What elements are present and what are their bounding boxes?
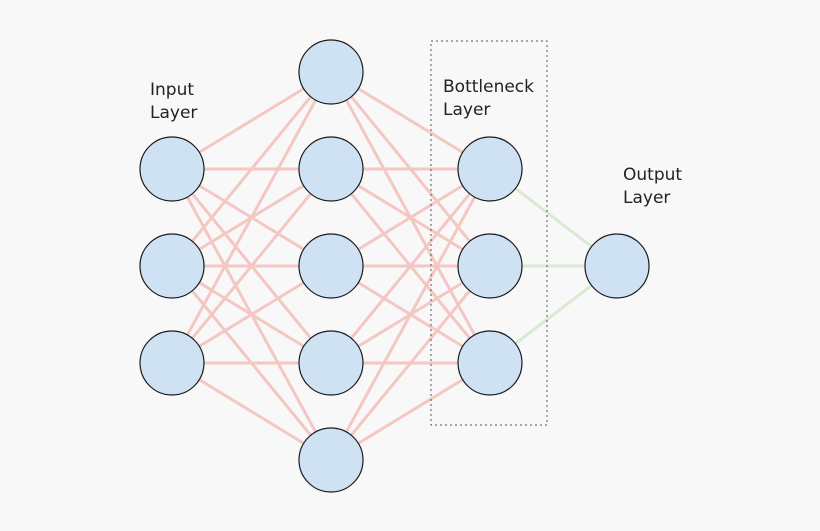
nodes xyxy=(139,39,650,493)
output-node-1 xyxy=(584,233,650,299)
input-node-2 xyxy=(139,233,205,299)
edge-hidden-4-to-bottleneck-1 xyxy=(329,265,492,461)
bottleneck-node-1 xyxy=(457,136,523,202)
bottleneck-node-3 xyxy=(457,330,523,396)
edge-input-1-to-hidden-0 xyxy=(170,71,333,267)
hidden-node-2 xyxy=(298,136,364,202)
output-layer-label-line-2: Layer xyxy=(623,188,670,208)
input-layer-label-line-1: Input xyxy=(150,80,194,100)
bottleneck-node-2 xyxy=(457,233,523,299)
edge-input-2-to-hidden-1 xyxy=(170,168,333,364)
bottleneck-layer-label-line-2: Layer xyxy=(443,100,490,120)
input-node-1 xyxy=(139,136,205,202)
hidden-node-5 xyxy=(298,427,364,493)
edge-hidden-4-to-bottleneck-0 xyxy=(329,168,492,461)
bottleneck-layer-label: Bottleneck Layer xyxy=(443,77,539,120)
hidden-node-4 xyxy=(298,330,364,396)
edges xyxy=(170,70,618,462)
edge-input-2-to-hidden-0 xyxy=(170,71,333,364)
hidden-node-3 xyxy=(298,233,364,299)
output-layer-label: Output Layer xyxy=(623,165,687,208)
hidden-node-1 xyxy=(298,39,364,105)
edge-hidden-3-to-bottleneck-0 xyxy=(329,168,492,364)
input-node-3 xyxy=(139,330,205,396)
bottleneck-layer-label-line-1: Bottleneck xyxy=(443,77,534,97)
input-layer-label: Input Layer xyxy=(150,80,199,123)
input-layer-label-line-2: Layer xyxy=(150,103,197,123)
output-layer-label-line-1: Output xyxy=(623,165,682,185)
